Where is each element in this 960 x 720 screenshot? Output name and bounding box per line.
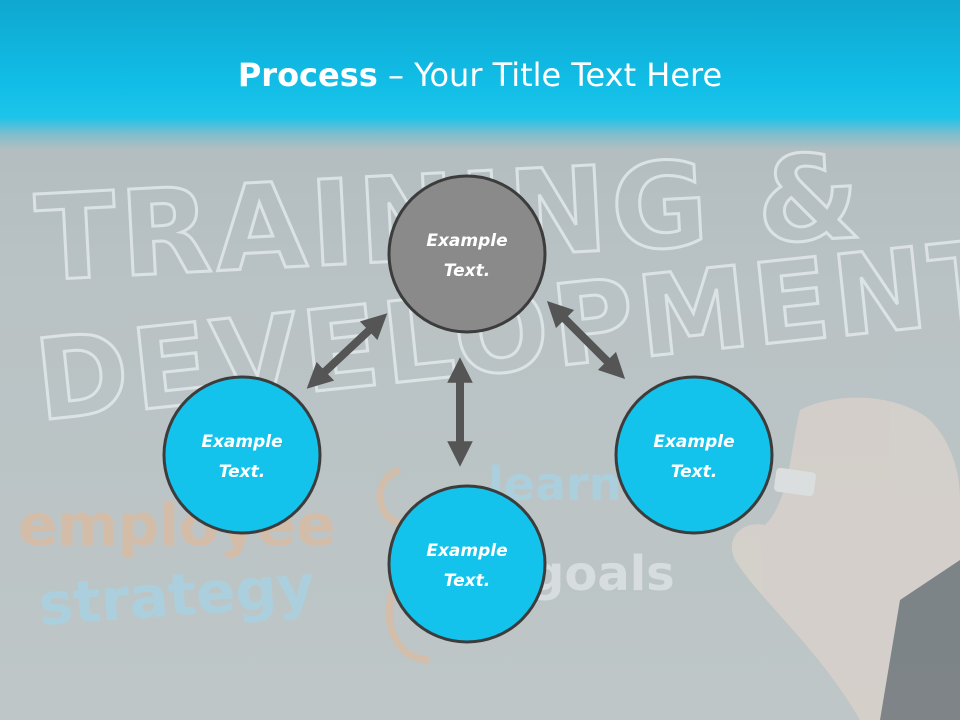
node-top-line1: Example	[426, 231, 507, 251]
node-bottom-line2: Text.	[444, 571, 490, 591]
hand-with-chalk	[731, 397, 960, 720]
node-left-line1: Example	[201, 432, 282, 452]
arrow-top-left	[306, 313, 388, 389]
title-dash: –	[377, 56, 415, 94]
title-bold: Process	[237, 56, 378, 94]
chalk-word-goals: goals	[530, 546, 675, 602]
node-bottom: Example Text.	[387, 484, 547, 644]
node-right: Example Text.	[614, 375, 774, 535]
node-right-line1: Example	[653, 432, 734, 452]
node-left-line2: Text.	[219, 462, 265, 482]
arrow-top-right	[546, 300, 626, 380]
node-bottom-line1: Example	[426, 541, 507, 561]
title-text: Your Title Text Here	[414, 56, 723, 94]
node-left: Example Text.	[162, 375, 322, 535]
slide-title: Process – Your Title Text Here	[0, 55, 960, 95]
title-banner	[0, 0, 960, 150]
node-right-line2: Text.	[671, 462, 717, 482]
node-top: Example Text.	[387, 174, 547, 334]
node-top-line2: Text.	[444, 261, 490, 281]
